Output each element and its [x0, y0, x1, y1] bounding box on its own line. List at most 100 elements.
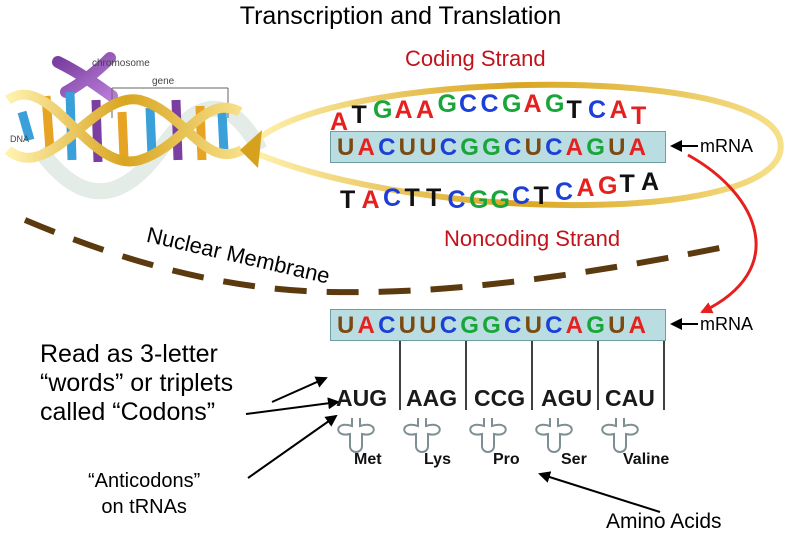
- noncoding-strand-base: C: [555, 178, 574, 206]
- amino-acid-3: Pro: [493, 451, 520, 468]
- coding-strand-base: T: [631, 102, 647, 130]
- diagram-title: Transcription and Translation: [239, 2, 562, 30]
- coding-strand-base: G: [373, 96, 393, 124]
- mrna-cytoplasm-base: U: [398, 312, 420, 339]
- trna-shape: [601, 418, 639, 453]
- coding-strand-base: C: [480, 90, 499, 118]
- amino-acid-1: Met: [354, 451, 382, 468]
- noncoding-strand-base: T: [426, 184, 442, 212]
- amino-acids-arrow: [538, 471, 661, 513]
- mrna-nucleus-base: C: [378, 134, 399, 161]
- ellipse-tip: [240, 130, 262, 168]
- mrna-nucleus-base: U: [608, 134, 629, 161]
- noncoding-strand-base: A: [361, 186, 380, 214]
- codons-annotation-line-2: “words” or triplets: [40, 369, 234, 397]
- chromosome-label: chromosome: [92, 58, 150, 69]
- coding-strand-base: T: [566, 96, 582, 124]
- trna-shapes: [337, 418, 639, 453]
- trna-shape: [469, 418, 507, 453]
- trna-shape: [403, 418, 441, 453]
- codons-arrow-1: [271, 376, 328, 403]
- mrna-nucleus-base: U: [524, 134, 546, 161]
- nuclear-membrane-line: [23, 217, 736, 296]
- noncoding-strand-base: C: [512, 182, 531, 210]
- codon-5: CAU: [605, 385, 655, 411]
- trna-shape: [337, 418, 375, 453]
- coding-strand-base: C: [588, 96, 607, 124]
- mrna-label-cytoplasm: mRNA: [700, 314, 753, 334]
- mrna-sequence-cytoplasm: UACUUCGGCUCAGUA: [337, 312, 649, 340]
- mrna-nucleus-base: U: [398, 134, 420, 161]
- noncoding-strand-base: T: [404, 184, 420, 212]
- mrna-box-nucleus: UACUUCGGCUCAGUA: [330, 131, 666, 163]
- codons-annotation: Read as 3-letter “words” or triplets cal…: [40, 340, 233, 427]
- dna-helix-illustration: [4, 52, 268, 200]
- noncoding-strand-base: C: [383, 184, 402, 212]
- mrna-nucleus-base: A: [628, 134, 650, 161]
- mrna-nucleus-base: G: [460, 134, 483, 161]
- mrna-cytoplasm-base: A: [565, 312, 587, 339]
- coding-strand-base: A: [609, 96, 628, 124]
- amino-acid-4: Ser: [561, 451, 587, 468]
- mrna-cytoplasm-base: U: [524, 312, 546, 339]
- coding-strand-base: G: [437, 90, 457, 118]
- mrna-nucleus-base: U: [337, 134, 358, 161]
- noncoding-strand-base: A: [576, 174, 595, 202]
- mrna-cytoplasm-base: U: [608, 312, 629, 339]
- mrna-cytoplasm-base: G: [586, 312, 609, 339]
- mrna-cytoplasm-base: U: [337, 312, 358, 339]
- anticodons-annotation: “Anticodons” on tRNAs: [88, 468, 200, 520]
- codon-1: AUG: [336, 385, 388, 411]
- coding-strand-label: Coding Strand: [405, 46, 546, 71]
- codons-annotation-line-3: called “Codons”: [40, 398, 216, 426]
- coding-strand-base: C: [459, 90, 478, 118]
- mrna-nucleus-base: G: [482, 134, 505, 161]
- amino-acids-annotation: Amino Acids: [606, 510, 722, 533]
- mrna-cytoplasm-base: G: [482, 312, 505, 339]
- coding-strand-base: G: [545, 90, 565, 118]
- codons-annotation-line-1: Read as 3-letter: [40, 340, 218, 368]
- mrna-cytoplasm-base: C: [378, 312, 399, 339]
- anticodons-arrow: [247, 414, 338, 479]
- codon-4: AGU: [541, 385, 593, 411]
- mrna-nucleus-base: C: [504, 134, 525, 161]
- mrna-cytoplasm-base: A: [628, 312, 650, 339]
- mrna-cytoplasm-base: G: [460, 312, 483, 339]
- codons-arrow-2: [245, 397, 340, 415]
- noncoding-strand-base: G: [490, 186, 510, 214]
- coding-strand-base: G: [502, 90, 522, 118]
- amino-acid-5: Valine: [623, 451, 670, 468]
- mrna-nucleus-base: A: [357, 134, 379, 161]
- noncoding-strand-label: Noncoding Strand: [444, 226, 621, 251]
- trna-shape: [535, 418, 573, 453]
- coding-strand-base: A: [330, 108, 349, 136]
- mrna-transport-arrow: [687, 153, 758, 314]
- noncoding-strand-base: T: [619, 170, 635, 198]
- mrna-label-nucleus: mRNA: [700, 136, 753, 156]
- mrna-nucleus-base: C: [439, 134, 461, 161]
- noncoding-strand-base: T: [340, 186, 356, 214]
- codon-3: CCG: [474, 385, 526, 411]
- mrna-nucleus-base: A: [565, 134, 587, 161]
- noncoding-strand-base: T: [533, 182, 549, 210]
- coding-strand-base: A: [416, 96, 435, 124]
- noncoding-strand-base: C: [447, 186, 466, 214]
- mrna-nucleus-base: U: [419, 134, 440, 161]
- codon-2: AAG: [406, 385, 458, 411]
- mrna-box-cytoplasm: UACUUCGGCUCAGUA: [330, 309, 666, 341]
- transcription-bubble-ellipse: [243, 81, 784, 208]
- noncoding-strand-base: G: [469, 186, 489, 214]
- mrna-sequence-nucleus: UACUUCGGCUCAGUA: [337, 134, 649, 162]
- gene-label: gene: [152, 76, 175, 87]
- mrna-cytoplasm-base: U: [419, 312, 440, 339]
- dna-label: DNA: [10, 134, 30, 144]
- coding-strand-base: A: [394, 96, 413, 124]
- codon-separators: [399, 340, 665, 410]
- amino-acid-2: Lys: [424, 451, 451, 468]
- anticodons-annotation-line-1: “Anticodons”: [88, 470, 201, 492]
- codon-row: AUG AAG CCG AGU CAU: [336, 385, 666, 411]
